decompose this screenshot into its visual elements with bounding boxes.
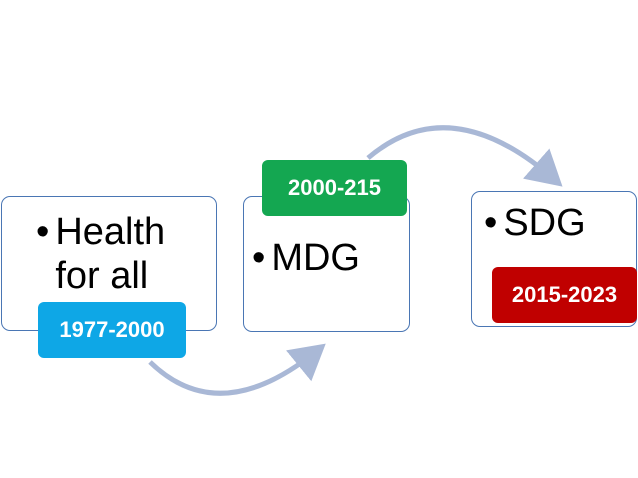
arrow-mdg-to-sdg bbox=[366, 125, 563, 187]
bullet: • bbox=[252, 237, 266, 279]
period-badge-2015-2023: 2015-2023 bbox=[492, 267, 637, 323]
stage-line-1: SDG bbox=[503, 202, 586, 244]
stage-box-mdg bbox=[243, 196, 410, 332]
stage-text-sdg: • SDG bbox=[484, 201, 586, 245]
stage-text-mdg: • MDG bbox=[252, 236, 360, 280]
period-badge-1977-2000: 1977-2000 bbox=[38, 302, 186, 358]
stage-line-1: MDG bbox=[271, 237, 360, 279]
stage-line-1: Health bbox=[55, 211, 166, 253]
bullet: • bbox=[484, 202, 498, 244]
period-badge-2000-215: 2000-215 bbox=[262, 160, 407, 216]
arrow-health-to-mdg bbox=[148, 343, 326, 396]
stage-line-2: for all bbox=[55, 255, 149, 297]
bullet: • bbox=[36, 211, 50, 253]
stage-text-health-for-all: • Health for all bbox=[36, 210, 165, 298]
